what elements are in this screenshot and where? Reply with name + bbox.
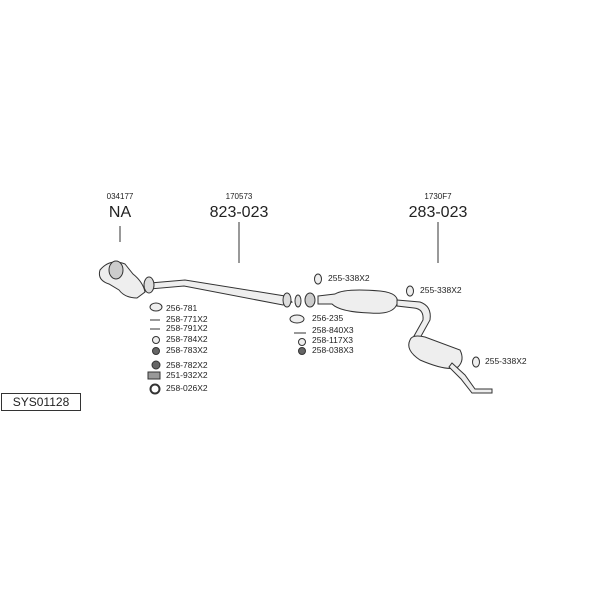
connecting-pipe <box>396 299 431 339</box>
hanger-icon <box>314 273 322 285</box>
hanger-icon <box>406 285 414 297</box>
part-label[interactable]: 258-117X3 <box>312 335 353 345</box>
system-id-label: SYS01128 <box>1 393 81 411</box>
part-label[interactable]: 258-038X3 <box>312 345 354 355</box>
hanger-label[interactable]: 255-338X2 <box>420 285 462 295</box>
washer-icon <box>298 338 306 346</box>
middle-muffler <box>317 289 398 314</box>
part-label[interactable]: 258-783X2 <box>166 345 208 355</box>
gasket-icon <box>149 302 163 312</box>
gasket-icon <box>289 314 305 324</box>
part-label[interactable]: 256-235 <box>312 313 344 323</box>
assembly-part-number[interactable]: NA <box>108 204 132 221</box>
assembly-ref: 1730F7 <box>424 192 452 201</box>
assembly-ref: 170573 <box>225 192 253 201</box>
nut-icon <box>149 383 161 395</box>
part-label[interactable]: 258-840X3 <box>312 325 354 335</box>
part-label[interactable]: 251-932X2 <box>166 370 208 380</box>
part-label[interactable]: 258-782X2 <box>166 360 208 370</box>
part-label[interactable]: 258-771X2 <box>166 314 208 324</box>
washer-icon <box>152 336 160 344</box>
hanger-icon <box>472 356 480 368</box>
tail-pipe <box>448 362 493 394</box>
part-label[interactable]: 258-026X2 <box>166 383 208 393</box>
part-label[interactable]: 258-791X2 <box>166 323 208 333</box>
hanger-label[interactable]: 255-338X2 <box>328 273 370 283</box>
spring-icon <box>147 371 161 380</box>
hanger-label[interactable]: 255-338X2 <box>485 356 527 366</box>
part-label[interactable]: 258-784X2 <box>166 334 208 344</box>
front-pipe <box>149 279 293 306</box>
nut-icon <box>151 360 161 370</box>
assembly-part-number[interactable]: 283-023 <box>408 204 468 221</box>
assembly-ref: 034177 <box>106 192 134 201</box>
nut-icon <box>152 347 160 355</box>
nut-icon <box>298 347 306 355</box>
assembly-part-number[interactable]: 823-023 <box>209 204 269 221</box>
part-label[interactable]: 256-781 <box>166 303 198 313</box>
rear-muffler <box>408 335 463 369</box>
